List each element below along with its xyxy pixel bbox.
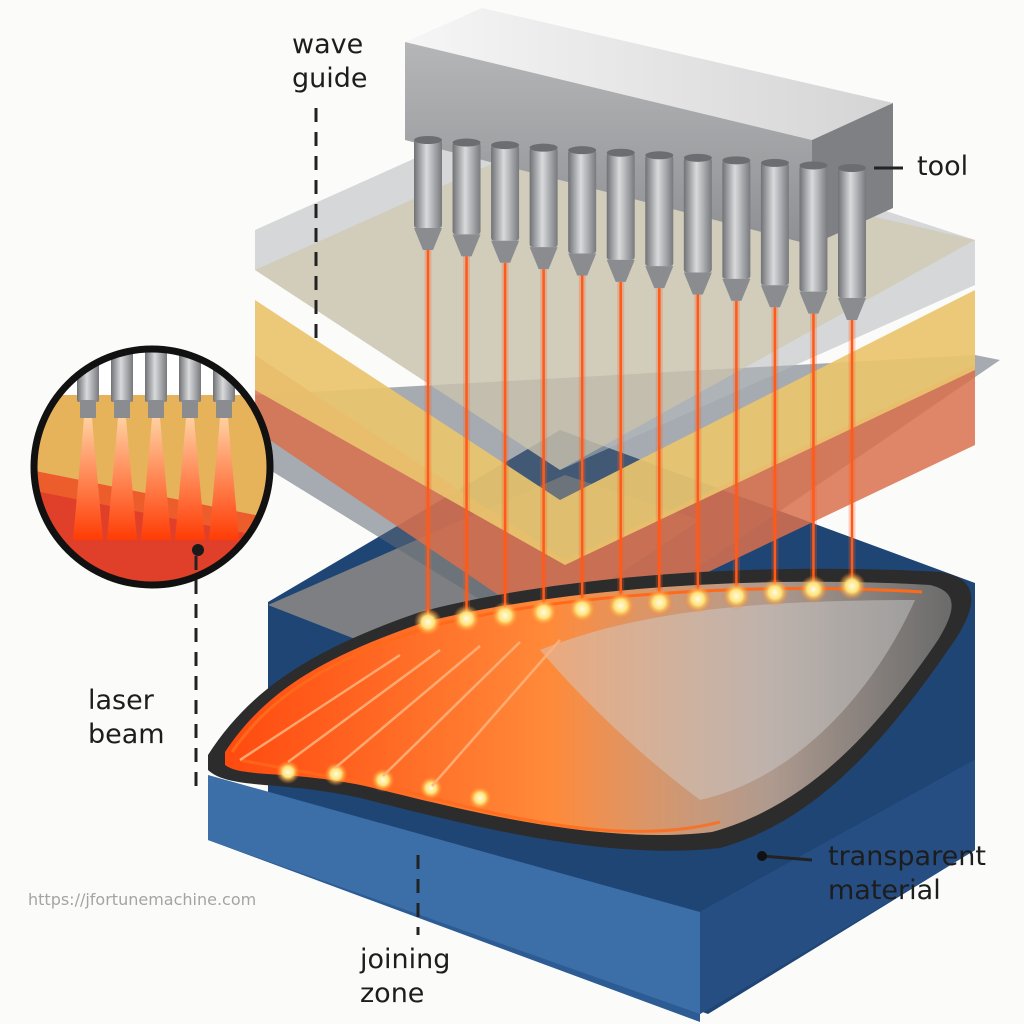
nozzle [838, 164, 866, 320]
pool-hot-spot [419, 776, 443, 800]
nozzle-body [606, 152, 635, 260]
nozzle-body [414, 140, 442, 228]
nozzle-tip [606, 259, 635, 282]
nozzle-body [799, 165, 828, 292]
inset-laser-cone [107, 418, 137, 540]
inset-laser-cone [175, 418, 205, 540]
nozzle-body [452, 142, 481, 235]
beam-hot-spot [799, 575, 828, 604]
transparent-material-marker [757, 851, 767, 861]
nozzle [606, 148, 635, 282]
nozzle-tip [568, 253, 597, 276]
beam-hot-spot [491, 601, 520, 630]
inset-nozzle-tip [148, 400, 164, 418]
nozzle-tip [799, 291, 828, 314]
beam-hot-spot [683, 585, 712, 614]
nozzle-tip [414, 228, 442, 250]
beam-hot-spot [414, 608, 442, 636]
inset-nozzle-tip [114, 400, 130, 418]
inset-laser-cone [209, 418, 239, 540]
nozzle-collar [414, 136, 442, 144]
beam-hot-spot [606, 591, 635, 620]
pool-hot-spot [276, 760, 300, 784]
nozzle-collar [645, 151, 674, 160]
nozzle [491, 141, 520, 263]
nozzle-collar [683, 153, 712, 162]
nozzle [799, 161, 828, 314]
inset-nozzle-tip [216, 400, 232, 418]
inset-nozzle-body [179, 349, 201, 402]
nozzle-collar [799, 161, 828, 170]
tool-label: tool [917, 151, 969, 182]
inset-marker-dot [192, 544, 204, 556]
nozzle-collar [722, 156, 751, 165]
inset-laser-cone [141, 418, 171, 540]
beam-hot-spot [529, 598, 558, 627]
nozzle-tip [645, 266, 674, 289]
pool-scan-line [431, 639, 561, 787]
nozzle [722, 156, 751, 301]
nozzle [645, 151, 674, 289]
weld-pool [208, 568, 972, 851]
nozzle-array [414, 136, 866, 320]
wave-guide-label: wave guide [292, 29, 368, 94]
pool-scan-line [287, 648, 441, 764]
zoom-inset [30, 345, 274, 589]
laser-beams [239, 250, 866, 810]
watermark-url: https://jfortunemachine.com [28, 890, 257, 909]
transparent-material-label: transparent material [828, 841, 986, 906]
nozzle-body [529, 147, 558, 248]
nozzle-collar [529, 143, 558, 152]
nozzle-body [645, 155, 674, 267]
nozzle-body [683, 157, 712, 273]
nozzle [760, 158, 789, 308]
beam-hot-spot [760, 578, 789, 607]
nozzle [529, 143, 558, 270]
inset-nozzle-tip [182, 400, 198, 418]
beam-hot-spot [645, 588, 674, 617]
nozzle-tip [529, 247, 558, 270]
nozzle-tip [452, 234, 481, 257]
nozzle-tip [491, 240, 520, 263]
inset-laser-cone [73, 418, 103, 540]
pool-scan-line [334, 645, 481, 769]
nozzle-collar [760, 158, 789, 167]
pool-hot-spot [468, 786, 492, 810]
nozzle-collar [568, 146, 597, 155]
nozzle-tip [760, 285, 789, 308]
nozzle-body [760, 162, 789, 286]
nozzle [568, 146, 597, 276]
nozzle-body [838, 168, 866, 298]
nozzle-body [568, 150, 597, 254]
pool-scan-line [239, 653, 401, 762]
beam-hot-spot [568, 594, 597, 623]
leader-lines [194, 108, 903, 935]
pool-hot-spot [371, 768, 395, 792]
nozzle-collar [606, 148, 635, 157]
nozzle [414, 136, 442, 250]
nozzle-collar [491, 141, 520, 150]
beam-hot-spot [452, 604, 481, 633]
beam-hot-spot [722, 581, 751, 610]
nozzle-tip [838, 298, 866, 320]
nozzle-collar [838, 164, 866, 172]
laser-beam-label: laser beam [88, 685, 165, 750]
nozzle-tip [683, 272, 712, 295]
inset-nozzle-tip [80, 400, 96, 418]
inset-nozzle-body [145, 349, 167, 402]
beam-hot-spot [838, 572, 866, 600]
nozzle [452, 138, 481, 257]
pool-hot-spot [324, 762, 348, 786]
nozzle-collar [452, 138, 481, 147]
nozzle-tip [722, 278, 751, 301]
joining-zone-label: joining zone [360, 944, 451, 1009]
nozzle-body [722, 160, 751, 279]
nozzle [683, 153, 712, 295]
nozzle-body [491, 145, 520, 241]
pool-scan-line [382, 641, 521, 777]
